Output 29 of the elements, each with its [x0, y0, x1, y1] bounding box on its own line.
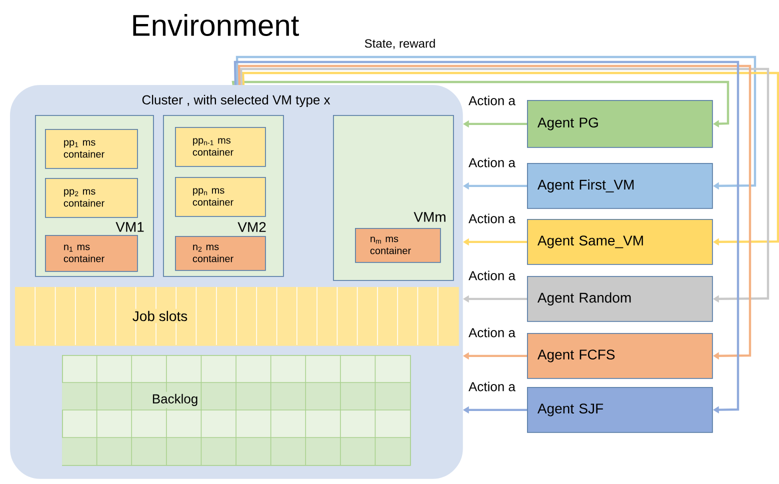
container-box: pp$_{n}$ ms container: [175, 177, 266, 217]
arrow: [242, 72, 779, 246]
container-box: pp$_{n-1}$ ms container: [175, 127, 266, 167]
agent-box: Agent PG: [527, 100, 713, 148]
container-box: n$_{2}$ ms container: [175, 236, 266, 271]
edge-label: Action a: [468, 94, 516, 106]
arrow: [236, 56, 756, 190]
agent-box: Agent FCFS: [527, 332, 713, 379]
container-box: pp$_{2}$ ms container: [45, 178, 138, 218]
backlog-grid: Backlog: [62, 354, 411, 466]
container-box: pp$_{1}$ ms container: [45, 129, 138, 169]
arrow: [234, 60, 740, 414]
container-box: n$_{m}$ ms container: [355, 228, 441, 263]
arrow: [232, 80, 730, 128]
agent-box: Agent SJF: [527, 386, 713, 433]
arrow: [238, 64, 752, 360]
edge-label: Action a: [468, 156, 516, 168]
edge-label: Action a: [468, 380, 516, 392]
agent-box: Agent Same_VM: [527, 219, 713, 265]
edge-label: Action a: [468, 326, 516, 338]
container-box: n$_{1}$ ms container: [45, 235, 138, 272]
title: Environment: [133, 14, 299, 36]
edge-label: Action a: [468, 212, 516, 224]
state-reward-label: State, reward: [364, 38, 435, 50]
agent-box: Agent First_VM: [527, 163, 713, 209]
job-slots-band: Job slots: [15, 286, 459, 346]
agent-box: Agent Random: [527, 276, 713, 322]
edge-label: Action a: [468, 270, 516, 282]
arrow: [240, 68, 770, 303]
